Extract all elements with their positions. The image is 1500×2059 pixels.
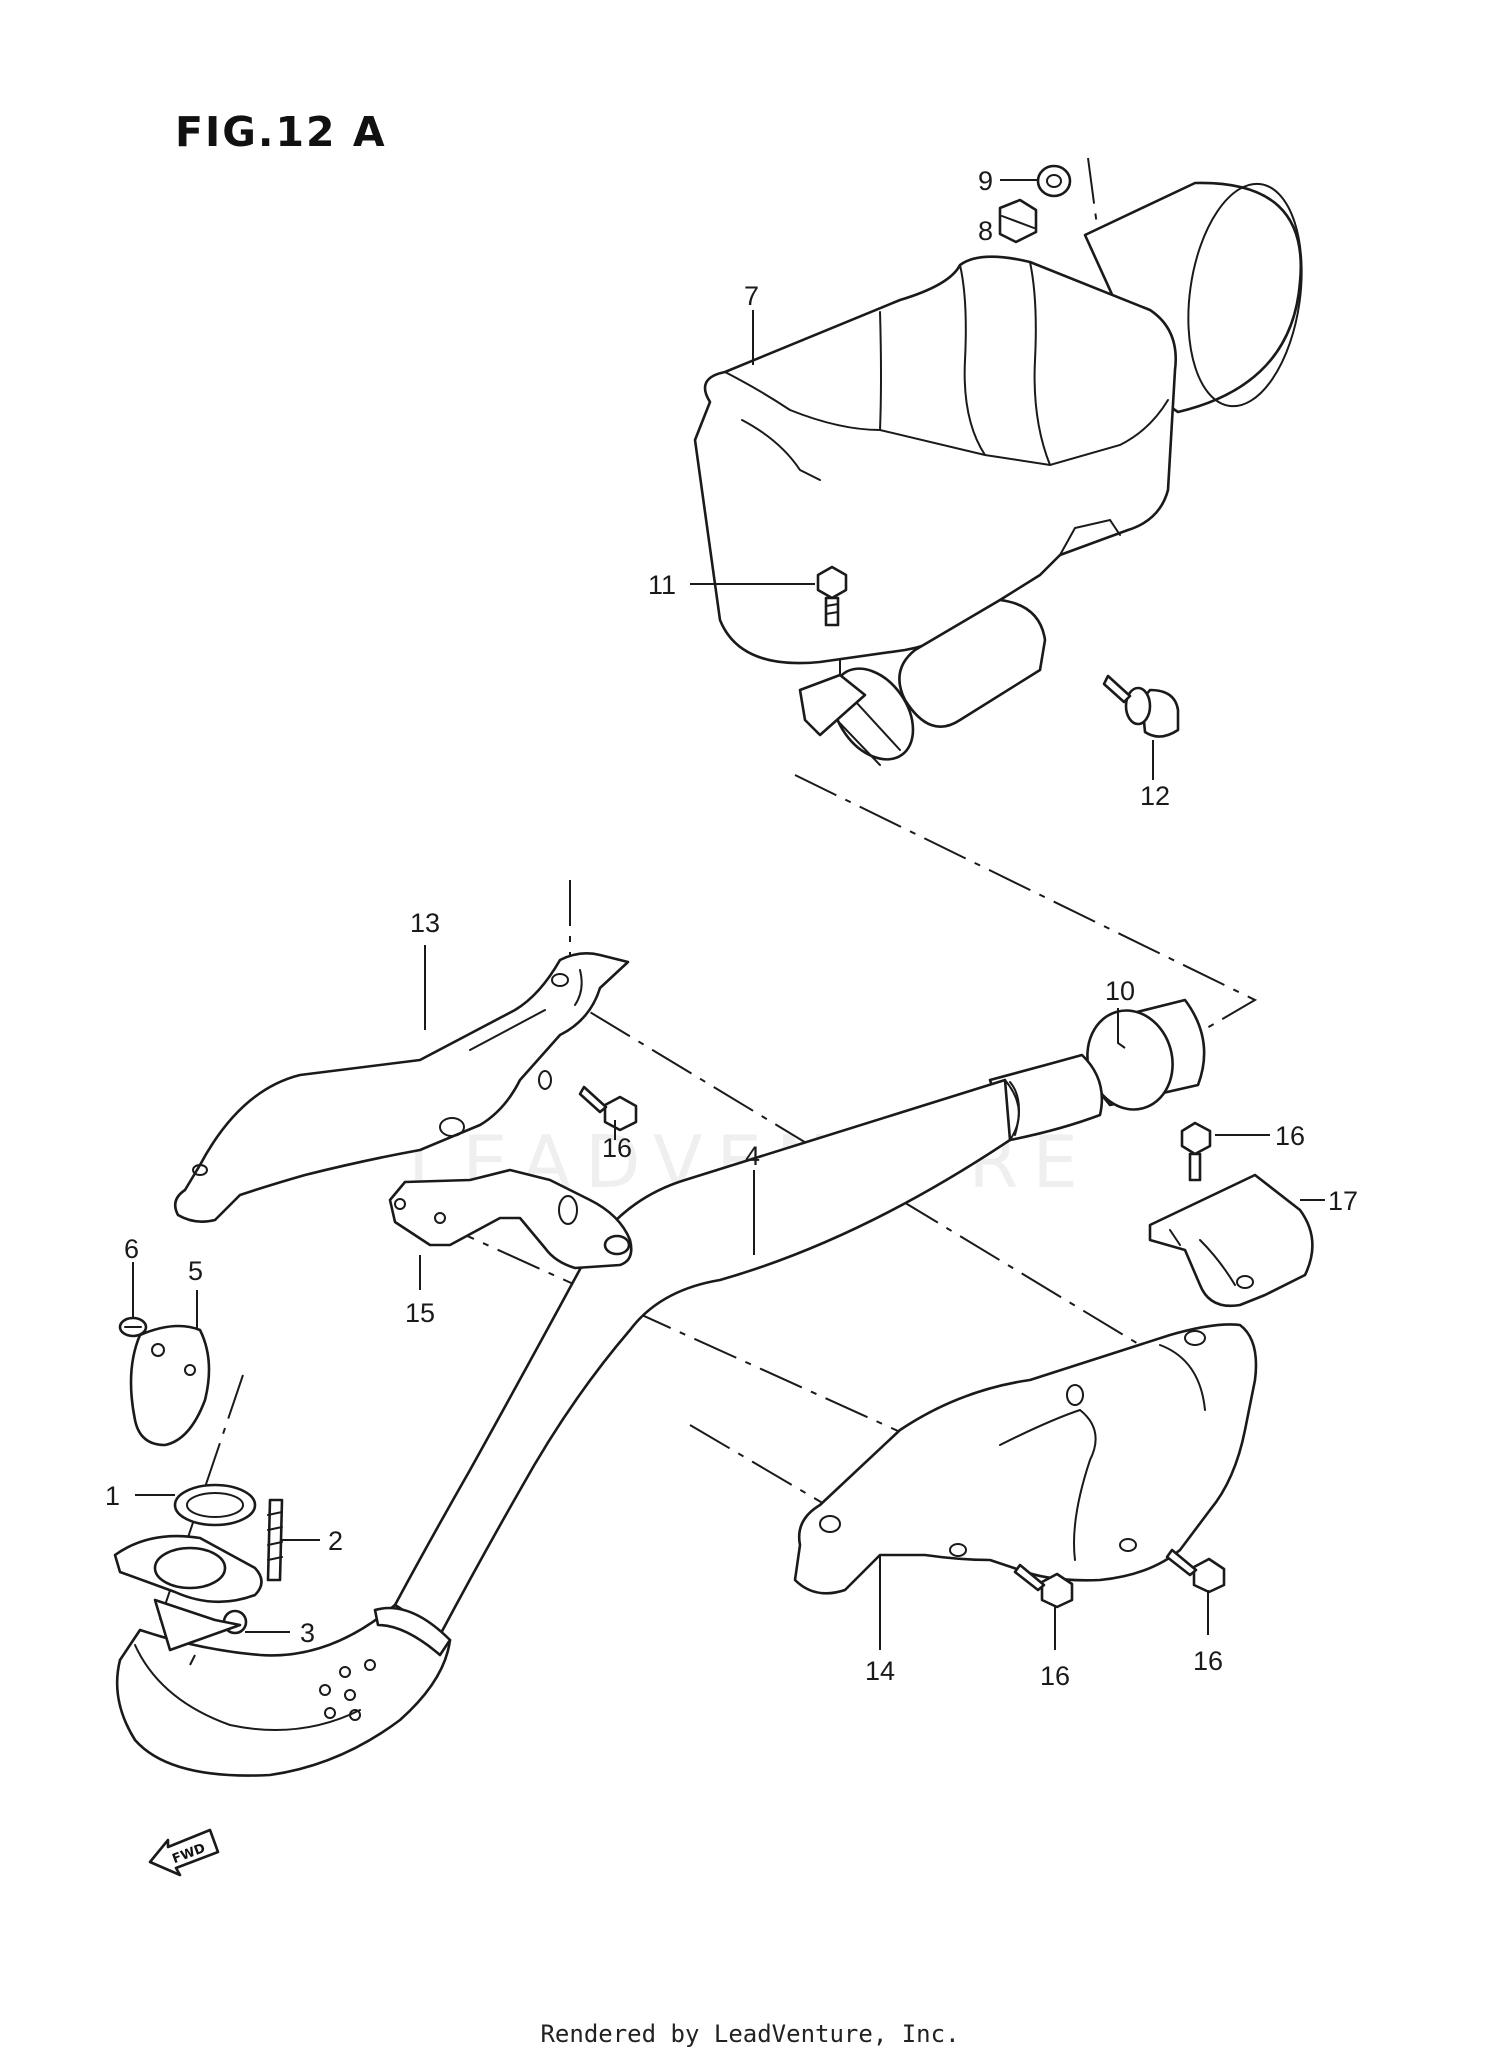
forward-direction-arrow: FWD: [148, 1828, 220, 1877]
heat-shield-14[interactable]: [793, 1323, 1258, 1595]
header-pipe[interactable]: [115, 1603, 452, 1777]
callout-13: 13: [410, 908, 440, 938]
callout-leaders: [132, 179, 1325, 1666]
callout-7: 7: [744, 281, 759, 311]
callout-16-bracket: 16: [602, 1133, 632, 1163]
screw-6[interactable]: [118, 1316, 148, 1338]
callout-2: 2: [328, 1526, 343, 1556]
stud-bolt[interactable]: [266, 1498, 284, 1582]
callout-4: 4: [745, 1141, 760, 1171]
exhaust-pipe[interactable]: [393, 1053, 1104, 1637]
callout-8: 8: [978, 216, 993, 246]
callout-10: 10: [1105, 976, 1135, 1006]
heat-shield-13[interactable]: [173, 952, 630, 1223]
assembly-line-muffler-joint: [794, 774, 1258, 1036]
bolt-8[interactable]: [998, 198, 1038, 244]
bolt-11[interactable]: [816, 565, 848, 627]
callout-17: 17: [1328, 1186, 1358, 1216]
footer-credit: Rendered by LeadVenture, Inc.: [540, 2020, 960, 2048]
bracket-15[interactable]: [388, 1168, 633, 1270]
callout-1: 1: [105, 1481, 120, 1511]
exhaust-flange[interactable]: [113, 1534, 263, 1652]
callout-5: 5: [188, 1256, 203, 1286]
callout-labels: 1 2 3 4 5 6 7 8 9 10 11 12 13 14 15 16 1…: [105, 166, 1358, 1691]
callout-9: 9: [978, 166, 993, 196]
callout-14: 14: [865, 1656, 895, 1686]
bolt-16-shield-17[interactable]: [1180, 1121, 1212, 1182]
small-heat-shield-17[interactable]: [1148, 1173, 1314, 1308]
callout-12: 12: [1140, 781, 1170, 811]
assembly-line-bracket-13: [569, 880, 1141, 1346]
nut-9[interactable]: [1036, 164, 1072, 198]
callout-11: 11: [648, 570, 676, 600]
bolt-16-shield-14-right[interactable]: [1165, 1548, 1226, 1594]
callout-16-shield-17: 16: [1275, 1121, 1305, 1151]
bolt-16-shield-14-left[interactable]: [1013, 1563, 1074, 1609]
bolt-16-bracket-13[interactable]: [578, 1085, 638, 1132]
callout-3: 3: [300, 1618, 315, 1648]
muffler[interactable]: [693, 176, 1315, 774]
callout-16-right: 16: [1193, 1646, 1223, 1676]
callout-6: 6: [124, 1234, 139, 1264]
heat-gasket-plate[interactable]: [129, 1324, 211, 1447]
assembly-line-bracket-15: [431, 1219, 941, 1451]
gasket[interactable]: [173, 1483, 257, 1527]
figure-title: FIG.12 A: [175, 108, 387, 156]
callout-15: 15: [405, 1298, 435, 1328]
bolt-12[interactable]: [1102, 674, 1180, 738]
callout-16-left: 16: [1040, 1661, 1070, 1691]
